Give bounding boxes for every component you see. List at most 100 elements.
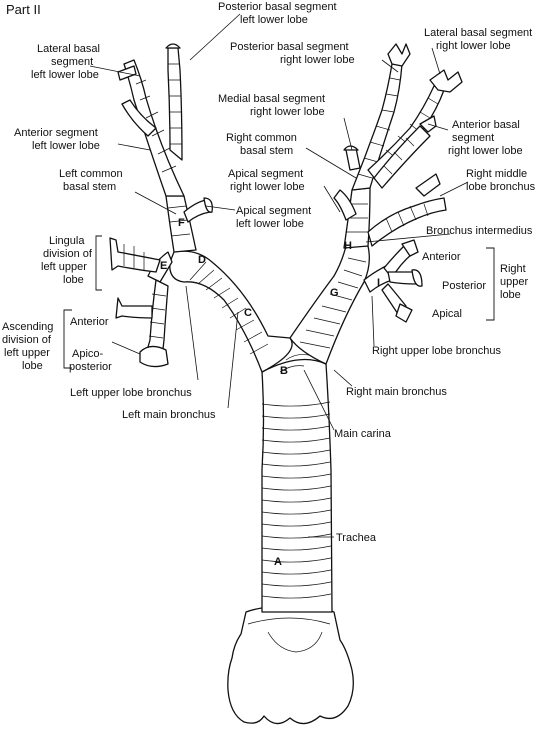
left-upper-lobe-bronchus-label: Left upper lobe bronchus: [70, 387, 192, 399]
letter-h: H: [344, 240, 352, 252]
ascending-label-2: division of: [2, 334, 52, 346]
right-apical-segment-branch: [333, 189, 357, 221]
right-anterior-basal-label-1: Anterior basal: [452, 119, 520, 131]
right-upper-lobe-bronchus-label: Right upper lobe bronchus: [372, 345, 502, 357]
right-middle-lobe-label-2: lobe bronchus: [466, 181, 536, 193]
ascending-bracket: [63, 309, 72, 369]
lingula-label-4: lobe: [63, 274, 84, 286]
letter-d: D: [198, 254, 206, 266]
right-apical-segment-label-2: right lower lobe: [230, 181, 305, 193]
right-upper-apical-tip: [395, 303, 413, 323]
right-labels: Lateral basal segment right lower lobe P…: [218, 27, 536, 398]
left-lateral-rings: [135, 79, 177, 173]
right-lateral-basal-label-1: Lateral basal segment: [424, 27, 532, 39]
left-anterior-segment-label-2: left lower lobe: [32, 140, 100, 152]
center-labels: Main carina Trachea: [334, 428, 392, 544]
right-posterior-label: Posterior: [442, 280, 486, 292]
ascending-label-4: lobe: [22, 360, 43, 372]
right-middle-lobe-branch: [367, 197, 447, 247]
letter-a: A: [274, 556, 282, 568]
right-apical-label: Apical: [432, 308, 462, 320]
left-main-bronchus-tube: [169, 250, 293, 373]
right-posterior-rings: [357, 77, 401, 179]
left-lateral-basal-label-1: Lateral basal: [37, 43, 100, 55]
right-upper-lobe-label-2: upper: [500, 276, 528, 288]
ascending-label-1: Ascending: [2, 321, 53, 333]
left-anterior-segment-branch: [121, 99, 157, 137]
tracheal-rings: [261, 401, 332, 599]
right-apical-segment-label-1: Apical segment: [228, 168, 303, 180]
left-labels: Lateral basal segment left lower lobe Po…: [2, 1, 337, 421]
right-medial-basal-label-1: Medial basal segment: [218, 93, 325, 105]
larynx-inner-edge: [247, 617, 331, 625]
right-lateral-tip: [429, 69, 463, 93]
lingula-rings: [123, 244, 145, 270]
left-stem-rings: [167, 205, 191, 237]
left-apical-segment-tip: [203, 197, 213, 213]
right-common-basal-label-1: Right common: [226, 132, 297, 144]
letter-c: C: [244, 307, 252, 319]
lingula-label-3: left upper: [41, 261, 87, 273]
right-upper-anterior-tip: [401, 239, 419, 257]
right-upper-lobe-label-3: lobe: [500, 289, 521, 301]
brackets: [63, 235, 495, 369]
letter-g: G: [330, 287, 339, 299]
left-posterior-basal-label-1: Posterior basal segment: [218, 1, 337, 13]
right-medial-basal-label-2: right lower lobe: [250, 106, 325, 118]
left-apical-segment-label-2: left lower lobe: [236, 218, 304, 230]
right-anterior-basal-label-3: right lower lobe: [448, 145, 523, 157]
apico-posterior-tip: [139, 345, 169, 368]
ascending-label-3: left upper: [4, 347, 50, 359]
left-anterior-segment-label-1: Anterior segment: [14, 127, 98, 139]
right-middle-rings: [385, 203, 429, 233]
left-lower-lobe-stem: [165, 195, 197, 253]
right-medial-basal-branch: [345, 147, 361, 171]
right-posterior-basal-label-2: right lower lobe: [280, 54, 355, 66]
right-main-rings: [299, 257, 367, 349]
letter-f: F: [178, 217, 185, 229]
letter-i: I: [377, 277, 380, 289]
left-posterior-basal-branch: [167, 47, 183, 161]
larynx-cartilage: [227, 605, 354, 725]
lingula-label-1: Lingula: [49, 235, 85, 247]
left-apical-segment-label-1: Apical segment: [236, 205, 311, 217]
part-heading: Part II: [6, 2, 41, 17]
right-upper-lobe-label-1: Right: [500, 263, 526, 275]
right-upper-lobe-bracket: [486, 247, 495, 321]
lingula-label-2: division of: [43, 248, 93, 260]
main-carina-label: Main carina: [334, 428, 392, 440]
left-common-basal-label-1: Left common: [59, 168, 123, 180]
left-main-bronchus-label: Left main bronchus: [122, 409, 216, 421]
right-stem-rings: [346, 203, 368, 233]
right-anterior-basal-label-2: segment: [452, 132, 494, 144]
right-posterior-tip: [387, 43, 411, 67]
right-middle-lobe-tip-upper: [415, 173, 441, 197]
ascending-rings: [148, 293, 167, 339]
larynx-inner-ridge: [267, 631, 323, 653]
letter-e: E: [160, 260, 167, 272]
right-common-basal-label-2: basal stem: [240, 145, 293, 157]
right-upper-posterior-branch: [387, 271, 417, 285]
left-anterior-subbranch: [115, 297, 153, 319]
left-upper-lobe-bronchus-tube: [147, 251, 173, 283]
trachea-label: Trachea: [336, 532, 377, 544]
leader-lines: [89, 13, 469, 538]
right-anterior-basal-branch: [373, 125, 431, 189]
segment-letters: A B C D E F G H I: [160, 217, 380, 568]
left-lateral-basal-label-2: segment: [51, 56, 93, 68]
left-posterior-tip: [165, 43, 181, 49]
right-main-bronchus-tube: [289, 245, 370, 365]
right-main-bronchus-label: Right main bronchus: [346, 386, 447, 398]
right-upper-posterior-tip: [411, 269, 423, 287]
left-anterior-label: Anterior: [70, 316, 109, 328]
letter-b: B: [280, 365, 288, 377]
left-lateral-basal-label-3: left lower lobe: [31, 69, 99, 81]
airway-drawing: [109, 43, 463, 725]
right-anterior-rings: [383, 137, 415, 175]
lingula-branch: [109, 237, 161, 273]
apico-posterior-label-2: posterior: [69, 361, 112, 373]
lingula-bracket: [95, 235, 102, 291]
bronchus-intermedius-label: Bronchus intermedius: [426, 225, 533, 237]
left-posterior-rings: [168, 63, 182, 145]
